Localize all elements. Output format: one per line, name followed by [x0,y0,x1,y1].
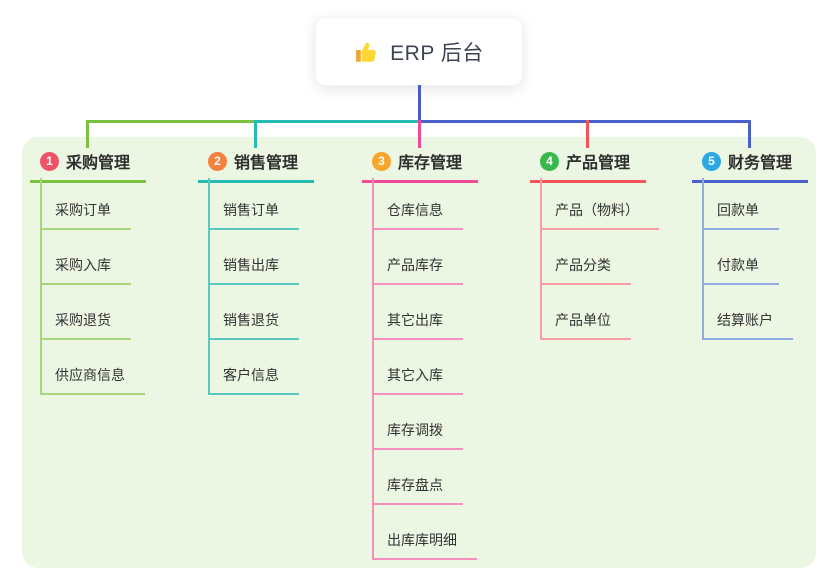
child-node[interactable]: 销售订单 [210,178,299,230]
connector-bus-segment [255,120,421,123]
branch-number-badge: 5 [702,151,721,171]
connector-bus-segment [419,120,751,123]
branch-label: 库存管理 [398,155,463,172]
child-node[interactable]: 库存调拨 [374,395,463,450]
child-node[interactable]: 客户信息 [210,340,299,395]
root-title: ERP 后台 [390,41,484,65]
child-node[interactable]: 产品分类 [542,230,631,285]
branch-children-group: 产品（物料）产品分类产品单位 [540,178,659,340]
branch-node-4[interactable]: 4 产品管理 [530,147,646,183]
branch-node-5[interactable]: 5 财务管理 [692,147,808,183]
branch-drop-line [418,120,421,148]
branch-children-group: 采购订单采购入库采购退货供应商信息 [40,178,145,395]
child-node[interactable]: 产品单位 [542,285,631,340]
root-node[interactable]: ERP 后台 [315,17,523,86]
branch-node-2[interactable]: 2 销售管理 [198,147,314,183]
branch-drop-line [586,120,589,148]
branch-drop-line [748,120,751,148]
child-node[interactable]: 库存盘点 [374,450,463,505]
branch-node-3[interactable]: 3 库存管理 [362,147,478,183]
child-node[interactable]: 销售出库 [210,230,299,285]
child-node[interactable]: 回款单 [704,178,779,230]
connector-bus-segment [87,120,257,123]
root-connector-line [418,85,421,123]
branch-children-group: 销售订单销售出库销售退货客户信息 [208,178,299,395]
child-node[interactable]: 付款单 [704,230,779,285]
child-node[interactable]: 产品库存 [374,230,463,285]
child-node[interactable]: 采购入库 [42,230,131,285]
branch-number-badge: 1 [40,151,59,171]
child-node[interactable]: 其它入库 [374,340,463,395]
child-node[interactable]: 采购订单 [42,178,131,230]
branch-number-badge: 2 [208,151,227,171]
branch-label: 销售管理 [234,155,299,172]
branch-drop-line [86,120,89,148]
child-node[interactable]: 仓库信息 [374,178,463,230]
branch-label: 财务管理 [728,155,793,172]
branch-drop-line [254,120,257,148]
branch-node-1[interactable]: 1 采购管理 [30,147,146,183]
child-node[interactable]: 产品（物料） [542,178,659,230]
child-node[interactable]: 采购退货 [42,285,131,340]
thumbs-up-icon [356,42,376,62]
child-node[interactable]: 出库库明细 [374,505,477,560]
branches-panel [22,137,816,568]
branch-number-badge: 4 [540,151,559,171]
child-node[interactable]: 供应商信息 [42,340,145,395]
branch-label: 采购管理 [66,155,131,172]
child-node[interactable]: 结算账户 [704,285,793,340]
branch-number-badge: 3 [372,151,391,171]
branch-children-group: 回款单付款单结算账户 [702,178,793,340]
child-node[interactable]: 销售退货 [210,285,299,340]
child-node[interactable]: 其它出库 [374,285,463,340]
branch-children-group: 仓库信息产品库存其它出库其它入库库存调拨库存盘点出库库明细 [372,178,477,560]
branch-label: 产品管理 [566,155,631,172]
